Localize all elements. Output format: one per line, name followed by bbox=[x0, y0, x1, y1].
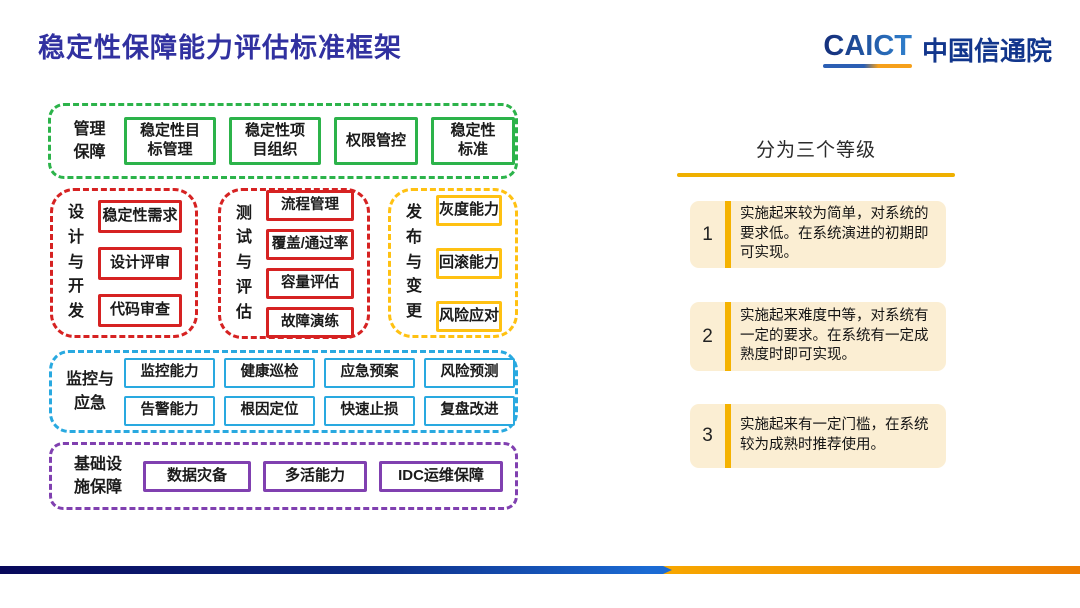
capability-box: 风险应对 bbox=[436, 300, 502, 332]
capability-box: 应急预案 bbox=[324, 357, 415, 388]
capability-box: 覆盖/通过率 bbox=[266, 228, 354, 260]
capability-box: 稳定性目 标管理 bbox=[124, 117, 216, 165]
caict-logo-underline bbox=[823, 64, 912, 68]
group-management: 管理 保障 稳定性目 标管理 稳定性项 目组织 权限管控 稳定性 标准 bbox=[48, 103, 518, 179]
group-release-change-label: 发 布 与 变 更 bbox=[405, 204, 422, 321]
group-design-dev-items: 稳定性需求 设计评审 代码审查 bbox=[98, 199, 182, 327]
footer-divider-bar bbox=[0, 566, 1080, 574]
level-card-3: 3 实施起来有一定门槛，在系统较为成熟时推荐使用。 bbox=[690, 404, 946, 468]
level-description: 实施起来有一定门槛，在系统较为成熟时推荐使用。 bbox=[740, 417, 929, 453]
group-monitor-emergency-items: 监控能力 健康巡检 应急预案 风险预测 告警能力 根因定位 快速止损 复盘改进 bbox=[124, 357, 515, 426]
level-accent-bar bbox=[725, 201, 731, 268]
group-management-label: 管理 保障 bbox=[73, 120, 106, 161]
capability-box: 权限管控 bbox=[334, 117, 418, 165]
capability-box: 数据灾备 bbox=[143, 460, 251, 492]
capability-box: 故障演练 bbox=[266, 306, 354, 338]
level-description: 实施起来难度中等，对系统有一定的要求。在系统有一定成熟度时即可实现。 bbox=[740, 307, 929, 364]
caict-logo-text: CAICT bbox=[823, 30, 912, 62]
group-test-eval: 测 试 与 评 估 流程管理 覆盖/通过率 容量评估 故障演练 bbox=[218, 188, 370, 339]
group-test-eval-label: 测 试 与 评 估 bbox=[235, 204, 252, 321]
capability-box: 根因定位 bbox=[224, 395, 315, 426]
capability-box: 复盘改进 bbox=[424, 395, 515, 426]
capability-box: 风险预测 bbox=[424, 357, 515, 388]
capability-box: 健康巡检 bbox=[224, 357, 315, 388]
caict-logo-cn-name: 中国信通院 bbox=[921, 35, 1052, 66]
level-card-2: 2 实施起来难度中等，对系统有一定的要求。在系统有一定成熟度时即可实现。 bbox=[690, 302, 946, 371]
group-design-dev-label: 设 计 与 开 发 bbox=[67, 204, 84, 321]
level-description: 实施起来较为简单，对系统的要求低。在系统演进的初期即可实现。 bbox=[740, 205, 929, 262]
capability-box: 稳定性项 目组织 bbox=[229, 117, 321, 165]
group-management-items: 稳定性目 标管理 稳定性项 目组织 权限管控 稳定性 标准 bbox=[124, 117, 515, 165]
capability-box: 代码审查 bbox=[98, 293, 182, 327]
group-infrastructure: 基础设 施保障 数据灾备 多活能力 IDC运维保障 bbox=[49, 442, 518, 510]
level-number: 2 bbox=[702, 325, 713, 347]
capability-box: 稳定性需求 bbox=[98, 199, 182, 233]
group-design-dev: 设 计 与 开 发 稳定性需求 设计评审 代码审查 bbox=[50, 188, 198, 338]
capability-box: IDC运维保障 bbox=[379, 460, 503, 492]
page-title: 稳定性保障能力评估标准框架 bbox=[38, 33, 402, 63]
level-number: 3 bbox=[702, 425, 713, 446]
capability-box: 快速止损 bbox=[324, 395, 415, 426]
group-infrastructure-label: 基础设 施保障 bbox=[73, 455, 122, 496]
group-monitor-emergency-label: 监控与 应急 bbox=[65, 371, 114, 412]
capability-box: 设计评审 bbox=[98, 246, 182, 280]
capability-box: 告警能力 bbox=[124, 395, 215, 426]
group-monitor-emergency: 监控与 应急 监控能力 健康巡检 应急预案 风险预测 告警能力 根因定位 快速止… bbox=[49, 350, 518, 433]
group-release-change: 发 布 与 变 更 灰度能力 回滚能力 风险应对 bbox=[388, 188, 518, 338]
capability-box: 流程管理 bbox=[266, 189, 354, 221]
level-card-1: 1 实施起来较为简单，对系统的要求低。在系统演进的初期即可实现。 bbox=[690, 201, 946, 268]
capability-box: 多活能力 bbox=[263, 460, 367, 492]
capability-box: 稳定性 标准 bbox=[431, 117, 515, 165]
capability-box: 回滚能力 bbox=[436, 247, 502, 279]
level-number: 1 bbox=[702, 223, 713, 245]
capability-box: 容量评估 bbox=[266, 267, 354, 299]
group-release-change-items: 灰度能力 回滚能力 风险应对 bbox=[436, 194, 502, 332]
levels-heading-underline bbox=[677, 173, 955, 177]
footer-divider-blue-segment bbox=[0, 566, 672, 574]
group-test-eval-items: 流程管理 覆盖/通过率 容量评估 故障演练 bbox=[266, 189, 354, 338]
caict-logo-mark: CAICT bbox=[823, 30, 912, 68]
level-accent-bar bbox=[725, 404, 731, 468]
capability-box: 灰度能力 bbox=[436, 194, 502, 226]
caict-logo: CAICT 中国信通院 bbox=[823, 30, 1052, 68]
level-accent-bar bbox=[725, 302, 731, 371]
group-infrastructure-items: 数据灾备 多活能力 IDC运维保障 bbox=[131, 460, 515, 492]
levels-heading: 分为三个等级 bbox=[755, 140, 876, 161]
capability-box: 监控能力 bbox=[124, 357, 215, 388]
